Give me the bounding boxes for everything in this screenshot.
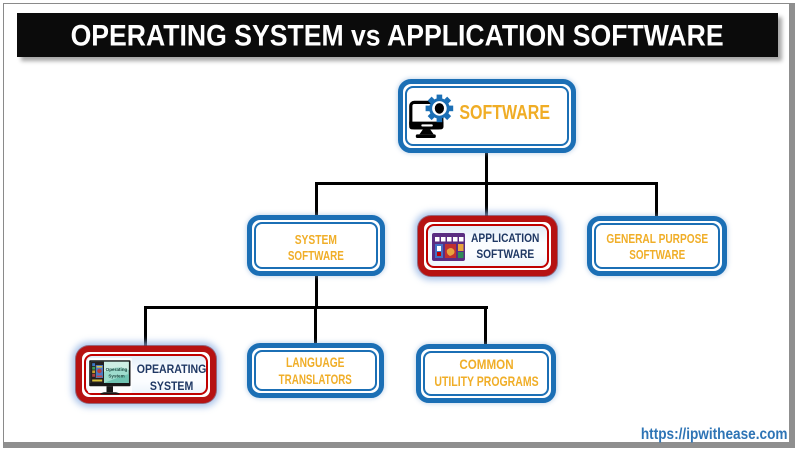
- svg-text:System: System: [108, 374, 124, 379]
- svg-text:Operating: Operating: [106, 367, 128, 372]
